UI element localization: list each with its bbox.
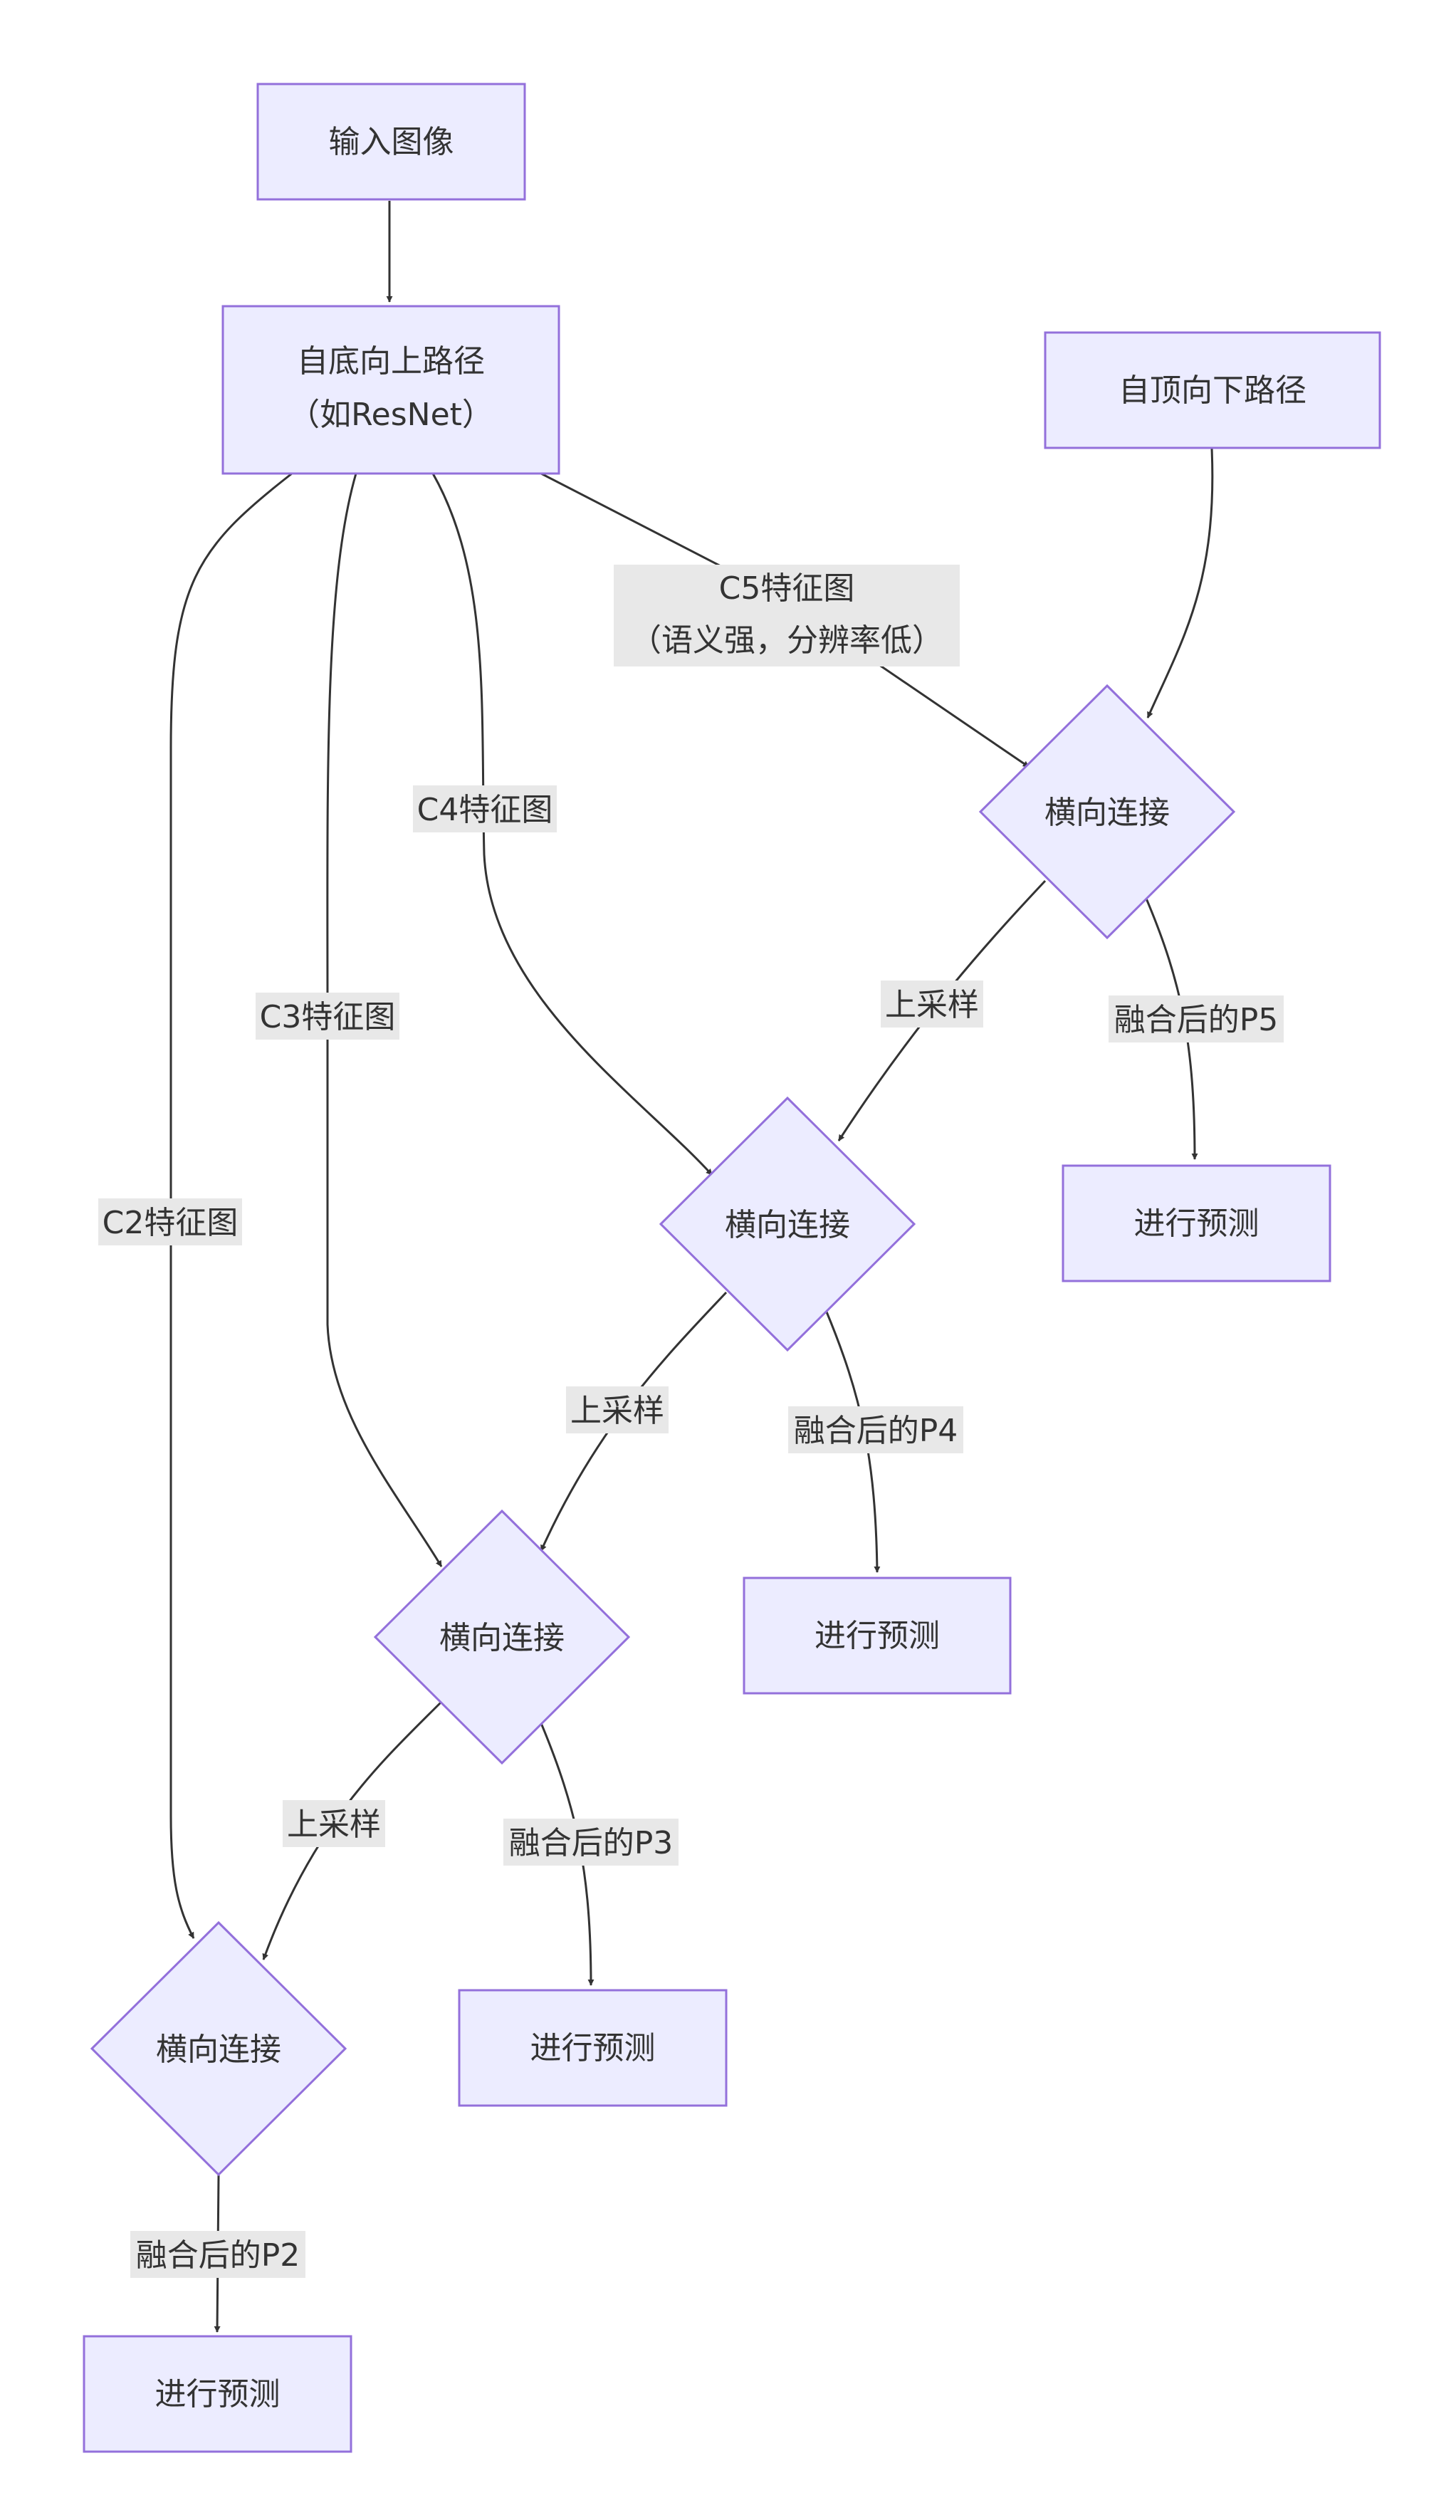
node-lateral-connection-2[interactable]: 横向连接 bbox=[90, 1920, 347, 2177]
edge-c4-to-lat4 bbox=[431, 473, 713, 1176]
node-bottom-up-path[interactable]: 自底向上路径 （如ResNet） bbox=[221, 305, 560, 475]
node-lateral-connection-2-label: 横向连接 bbox=[156, 2032, 281, 2068]
node-predict-p4[interactable]: 进行预测 bbox=[743, 1577, 1012, 1695]
node-predict-p4-label: 进行预测 bbox=[815, 1618, 940, 1654]
node-input-image[interactable]: 输入图像 bbox=[256, 83, 526, 201]
edge-label-up5-text: 上采样 bbox=[885, 987, 979, 1023]
edge-label-c5-line1: C5特征图 bbox=[719, 570, 855, 607]
edge-label-up3: 上采样 bbox=[283, 1800, 385, 1847]
edge-label-c4: C4特征图 bbox=[413, 785, 557, 832]
node-lateral-connection-5[interactable]: 横向连接 bbox=[978, 684, 1236, 940]
edge-label-c5: C5特征图 （语义强，分辨率低） bbox=[614, 565, 960, 666]
edge-label-p2-text: 融合后的P2 bbox=[136, 2237, 300, 2274]
node-lateral-connection-5-label: 横向连接 bbox=[1044, 795, 1170, 831]
node-predict-p3-label: 进行预测 bbox=[530, 2030, 656, 2066]
node-input-image-label: 输入图像 bbox=[329, 124, 454, 160]
node-predict-p5-label: 进行预测 bbox=[1134, 1206, 1259, 1242]
node-top-down-path-label: 自顶向下路径 bbox=[1119, 372, 1306, 409]
edge-label-p3-text: 融合后的P3 bbox=[509, 1825, 674, 1861]
node-predict-p2-label: 进行预测 bbox=[155, 2376, 281, 2412]
edge-labels: C5特征图 （语义强，分辨率低） C4特征图 C3特征图 C2特征图 上采样 上… bbox=[98, 565, 1284, 2278]
edge-label-c5-line2: （语义强，分辨率低） bbox=[630, 622, 943, 659]
edge-label-c3: C3特征图 bbox=[256, 993, 399, 1040]
edge-label-p4: 融合后的P4 bbox=[788, 1406, 963, 1453]
node-predict-p2[interactable]: 进行预测 bbox=[83, 2335, 352, 2453]
nodes: 输入图像 自底向上路径 （如ResNet） 自顶向下路径 横向连接 横向连接 横… bbox=[83, 83, 1381, 2453]
edge-label-c3-text: C3特征图 bbox=[260, 999, 396, 1035]
node-predict-p3[interactable]: 进行预测 bbox=[458, 1989, 728, 2107]
node-bottom-up-path-label-line1: 自底向上路径 bbox=[297, 343, 485, 380]
edge-label-c2-text: C2特征图 bbox=[103, 1205, 239, 1241]
edge-label-up4: 上采样 bbox=[566, 1386, 669, 1433]
edge-label-up3-text: 上采样 bbox=[287, 1807, 381, 1843]
edge-label-p3: 融合后的P3 bbox=[503, 1819, 679, 1866]
node-lateral-connection-3[interactable]: 横向连接 bbox=[373, 1509, 631, 1765]
node-lateral-connection-3-label: 横向连接 bbox=[439, 1620, 565, 1656]
node-predict-p5[interactable]: 进行预测 bbox=[1062, 1164, 1331, 1282]
edge-label-p5: 融合后的P5 bbox=[1109, 995, 1284, 1042]
edge-label-c4-text: C4特征图 bbox=[417, 792, 553, 828]
node-top-down-path[interactable]: 自顶向下路径 bbox=[1044, 331, 1381, 449]
node-bottom-up-path-label-line2: （如ResNet） bbox=[288, 397, 493, 433]
edge-label-up5: 上采样 bbox=[881, 981, 983, 1028]
edge-c3-to-lat3 bbox=[326, 473, 443, 1567]
edge-top-down-to-lat5 bbox=[1146, 448, 1214, 718]
edge-label-p5-text: 融合后的P5 bbox=[1114, 1002, 1279, 1038]
edge-label-c2: C2特征图 bbox=[98, 1198, 242, 1245]
edge-c2-to-lat2 bbox=[169, 472, 293, 1939]
edge-label-p4-text: 融合后的P4 bbox=[794, 1413, 958, 1449]
node-lateral-connection-4[interactable]: 横向连接 bbox=[659, 1096, 916, 1352]
edge-label-p2: 融合后的P2 bbox=[130, 2231, 305, 2278]
node-lateral-connection-4-label: 横向连接 bbox=[725, 1207, 850, 1243]
edge-label-up4-text: 上采样 bbox=[570, 1393, 664, 1429]
